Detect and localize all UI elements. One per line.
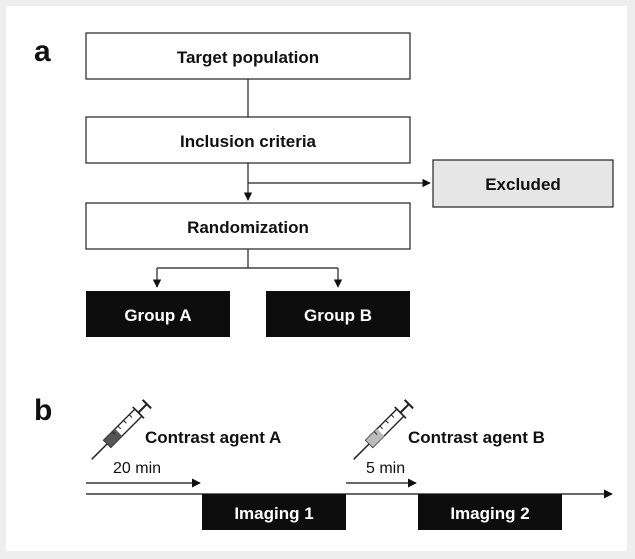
contrast-agent-b-text: Contrast agent B — [408, 428, 545, 447]
randomization-text: Randomization — [187, 218, 309, 237]
target-population-box — [85, 32, 411, 80]
group-a-box — [86, 291, 230, 337]
figure-frame — [6, 6, 627, 551]
syringe-icon — [91, 399, 152, 460]
group-a-text: Group A — [124, 306, 191, 325]
delay-a-text: 20 min — [113, 460, 161, 477]
target-population-text: Target population — [177, 48, 319, 67]
excluded-text: Excluded — [485, 175, 561, 194]
excluded-box — [432, 159, 614, 208]
group-b-text: Group B — [304, 306, 372, 325]
delay-b-text: 5 min — [366, 460, 405, 477]
inclusion-criteria-text: Inclusion criteria — [180, 132, 317, 151]
imaging-1-box — [202, 494, 346, 530]
panel-a-label: a — [34, 35, 51, 68]
imaging-1-text: Imaging 1 — [234, 504, 313, 523]
syringe-icon — [353, 399, 414, 460]
randomization-box — [85, 202, 411, 250]
imaging-2-box — [418, 494, 562, 530]
imaging-2-text: Imaging 2 — [450, 504, 529, 523]
contrast-agent-a-text: Contrast agent A — [145, 428, 281, 447]
panel-b-label: b — [34, 394, 52, 427]
group-b-box — [266, 291, 410, 337]
